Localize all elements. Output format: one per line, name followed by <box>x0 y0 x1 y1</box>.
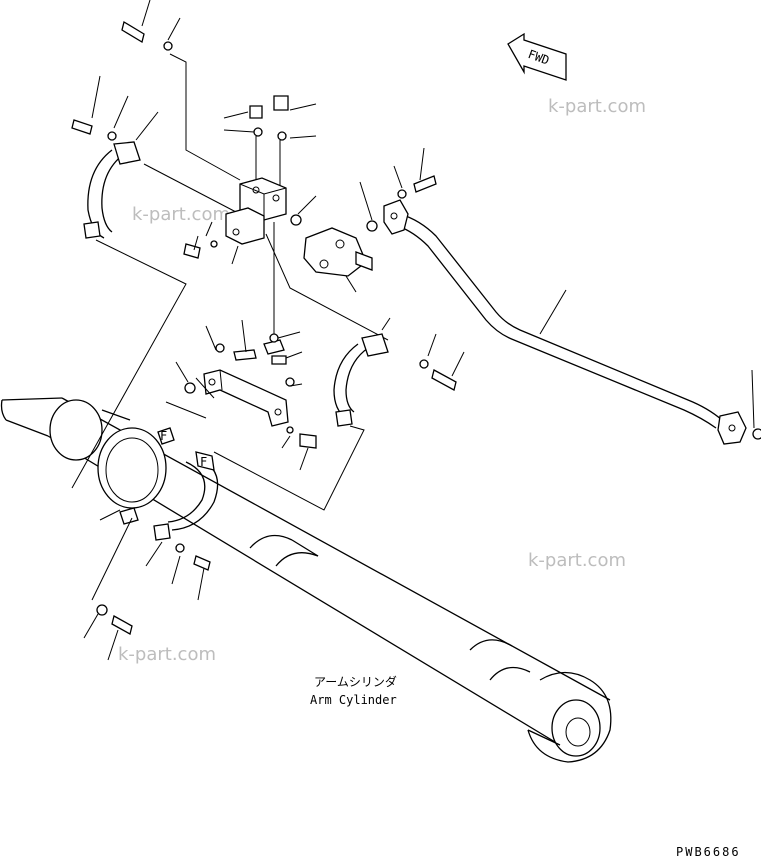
valve-block <box>225 177 287 245</box>
upper-clamp <box>83 141 141 239</box>
bolt-icon <box>419 359 457 391</box>
fwd-label: FWD <box>526 47 551 68</box>
arm-cylinder <box>0 397 612 763</box>
bolt-icon <box>397 175 437 199</box>
watermark: k-part.com <box>132 204 230 225</box>
relief-valve <box>303 227 373 277</box>
o-ring-icon <box>366 220 378 232</box>
cylinder-label-jp: アームシリンダ <box>314 674 397 689</box>
o-ring-icon <box>290 214 302 226</box>
watermark: k-part.com <box>528 550 626 571</box>
bolt-icon <box>96 543 211 635</box>
hydraulic-tube <box>383 199 747 445</box>
o-ring-icon <box>752 428 761 440</box>
cylinder-clamp-right: F <box>153 451 219 541</box>
clamp-mark: F <box>200 455 207 469</box>
clamp-mark: F <box>160 429 167 443</box>
fwd-arrow-icon: FWD <box>507 32 567 81</box>
bracket-block <box>203 369 289 427</box>
cylinder-label-en: Arm Cylinder <box>310 693 397 707</box>
pipe-clamp <box>333 333 389 427</box>
watermark: k-part.com <box>548 96 646 117</box>
bolt-icon <box>183 95 289 259</box>
watermark: k-part.com <box>118 644 216 665</box>
cylinder-clamp-left: F <box>97 427 175 525</box>
bolt-icon <box>71 20 173 141</box>
drawing-code: PWB6686 <box>676 845 741 858</box>
o-ring-icon <box>184 382 196 394</box>
